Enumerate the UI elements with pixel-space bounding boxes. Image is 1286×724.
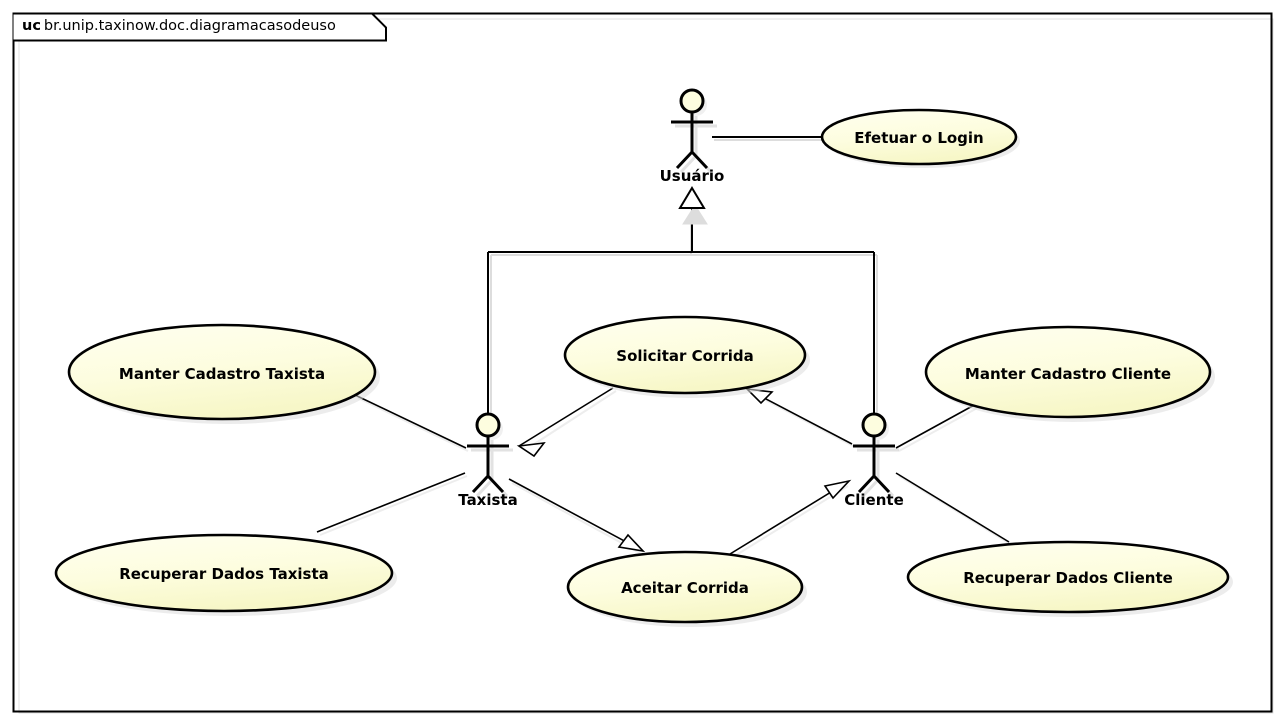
usecase-label: Recuperar Dados Taxista bbox=[119, 565, 329, 583]
frame-name: br.unip.taxinow.doc.diagramacasodeuso bbox=[43, 18, 336, 34]
usecase-recuperar-dados-cliente[interactable]: Recuperar Dados Cliente bbox=[906, 540, 1233, 617]
actor-body bbox=[853, 436, 895, 494]
usecase-efetuar-login[interactable]: Efetuar o Login bbox=[820, 108, 1020, 168]
actor-body bbox=[671, 112, 713, 170]
relation-taxista-recuperar-dados-taxista bbox=[316, 472, 468, 536]
usecase-manter-cadastro-taxista[interactable]: Manter Cadastro Taxista bbox=[67, 323, 380, 424]
usecase-label: Manter Cadastro Cliente bbox=[965, 365, 1171, 383]
usecase-label: Recuperar Dados Cliente bbox=[963, 569, 1173, 587]
arrowhead-to-aceitar-corrida bbox=[617, 533, 646, 553]
actor-label: Taxista bbox=[458, 491, 517, 509]
actor-head bbox=[475, 412, 501, 438]
diagram-frame bbox=[12, 12, 1274, 714]
arrowhead-to-cliente bbox=[823, 479, 852, 500]
actor-usuario[interactable]: Usuário bbox=[660, 88, 725, 185]
relation-taxista-aceitar-corrida bbox=[508, 478, 646, 554]
actor-label: Usuário bbox=[660, 167, 725, 185]
actor-cliente[interactable]: Cliente bbox=[844, 412, 904, 509]
usecase-manter-cadastro-cliente[interactable]: Manter Cadastro Cliente bbox=[924, 325, 1215, 422]
arrowhead-to-taxista bbox=[516, 441, 546, 458]
actor-head bbox=[679, 88, 705, 114]
usecase-label: Efetuar o Login bbox=[854, 129, 984, 147]
actor-body bbox=[467, 436, 509, 494]
frame-keyword: uc bbox=[22, 18, 41, 34]
usecase-aceitar-corrida[interactable]: Aceitar Corrida bbox=[566, 550, 807, 627]
relation-usuario-efetuar-login bbox=[712, 136, 824, 141]
relation-cliente-recuperar-dados-cliente bbox=[895, 472, 1013, 546]
actor-label: Cliente bbox=[844, 491, 904, 509]
generalization-triangle bbox=[678, 186, 706, 209]
frame-title-tab bbox=[13, 12, 387, 42]
relation-generalization-bus bbox=[487, 186, 878, 417]
usecase-recuperar-dados-taxista[interactable]: Recuperar Dados Taxista bbox=[54, 533, 397, 616]
relation-cliente-solicitar-corrida bbox=[744, 387, 856, 448]
usecase-label: Aceitar Corrida bbox=[621, 579, 749, 597]
usecase-solicitar-corrida[interactable]: Solicitar Corrida bbox=[563, 315, 810, 398]
actor-head bbox=[861, 412, 887, 438]
usecase-label: Solicitar Corrida bbox=[616, 347, 753, 365]
relation-solicitar-corrida-taxista bbox=[516, 387, 617, 458]
usecase-label: Manter Cadastro Taxista bbox=[119, 365, 325, 383]
relation-taxista-manter-cadastro-taxista bbox=[354, 394, 469, 452]
relation-aceitar-corrida-cliente bbox=[729, 479, 852, 558]
actor-taxista[interactable]: Taxista bbox=[458, 412, 518, 509]
